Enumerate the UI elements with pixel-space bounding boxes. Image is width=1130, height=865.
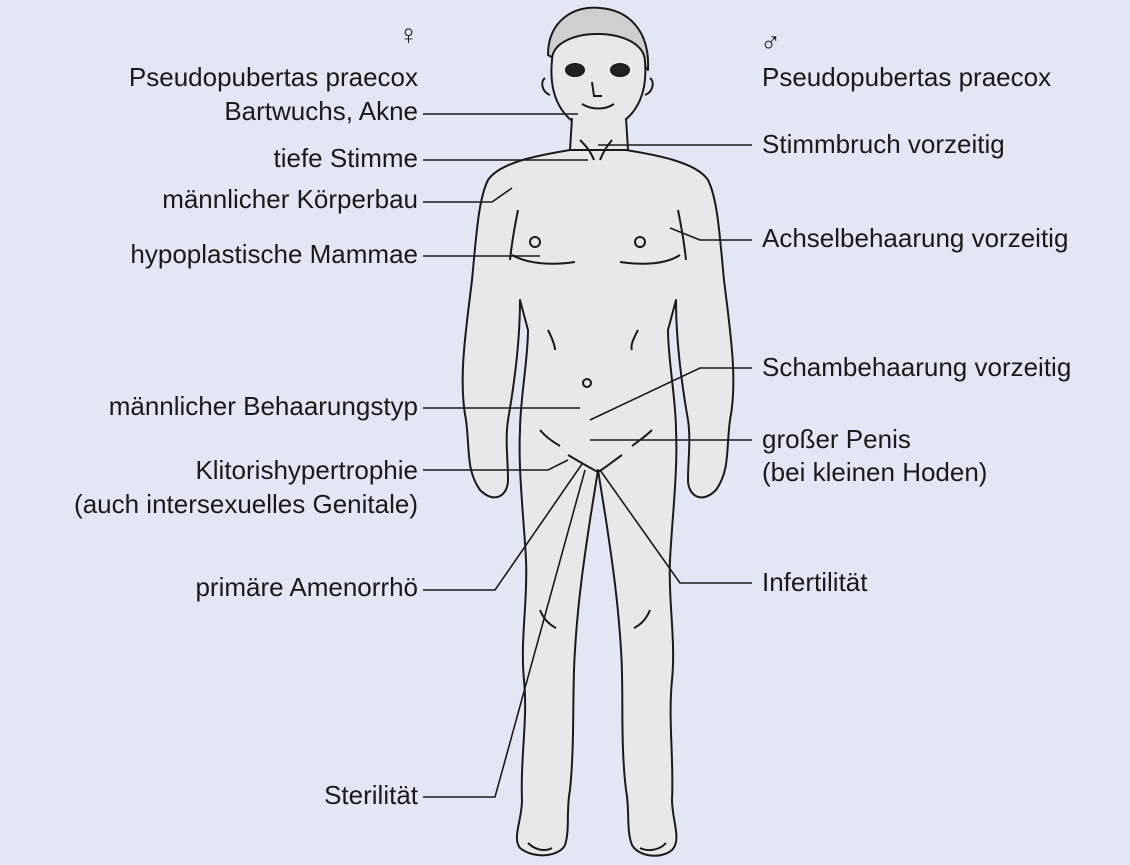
male-heading: Pseudopubertas praecox: [762, 62, 1051, 92]
label-maennlicher-koerperbau: männlicher Körperbau: [162, 184, 418, 214]
label-maennlicher-behaarungstyp: männlicher Behaarungstyp: [109, 391, 418, 421]
label-bartwuchs-akne: Bartwuchs, Akne: [224, 96, 418, 126]
label-intersexuelles-genitale: (auch intersexuelles Genitale): [74, 489, 418, 519]
label-achselbehaarung-vorzeitig: Achselbehaarung vorzeitig: [762, 223, 1068, 253]
label-tiefe-stimme: tiefe Stimme: [274, 143, 419, 173]
label-klitorishypertrophie: Klitorishypertrophie: [195, 455, 418, 485]
label-grosser-penis: großer Penis: [762, 424, 911, 454]
female-symbol: ♀: [398, 20, 419, 50]
label-kleine-hoden: (bei kleinen Hoden): [762, 457, 987, 487]
label-primaere-amenorrhoe: primäre Amenorrhö: [195, 572, 418, 602]
female-heading: Pseudopubertas praecox: [129, 62, 418, 92]
label-infertilitaet: Infertilität: [762, 567, 868, 597]
label-sterilitaet: Sterilität: [324, 780, 418, 810]
male-symbol: ♂: [760, 28, 781, 58]
label-schambehaarung-vorzeitig: Schambehaarung vorzeitig: [762, 352, 1071, 382]
label-hypoplastische-mammae: hypoplastische Mammae: [130, 239, 418, 269]
label-stimmbruch-vorzeitig: Stimmbruch vorzeitig: [762, 129, 1005, 159]
head: [551, 34, 645, 132]
